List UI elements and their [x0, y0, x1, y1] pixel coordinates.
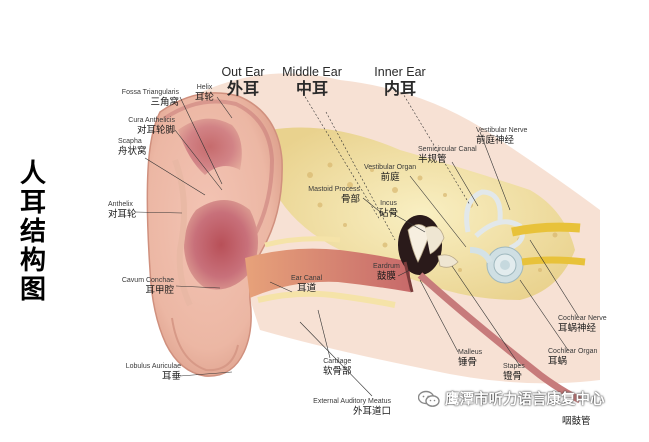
fossa-triangularis [178, 118, 242, 175]
eardrum-membrane [403, 261, 414, 293]
section-inner-ear-en: Inner Ear [374, 65, 426, 79]
vestibular-nerve-zh: 前庭神经 [476, 135, 515, 146]
label-cochlear-nerve: Cochlear Nerve 耳蜗神经 [558, 314, 607, 335]
incus-en: Incus [380, 200, 397, 207]
semicircular-en: Semicircular Canal [418, 146, 477, 153]
label-semicircular-canal: Semicircular Canal 半规管 [418, 145, 477, 166]
label-cochlear-organ: Cochlear Organ 耳蜗 [548, 347, 597, 368]
watermark-text: 鹰潭市听力语言康复中心 [445, 392, 605, 408]
malleus-zh: 锤骨 [458, 357, 478, 368]
label-lobulus-auriculae: Lobulus Auriculae 耳垂 [126, 362, 181, 383]
label-vestibular-organ: Vestibular Organ 前庭 [364, 163, 416, 184]
label-external-auditory-meatus: External Auditory Meatus 外耳道口 [313, 397, 391, 418]
anthelix-zh: 对耳轮 [108, 209, 137, 220]
stapes-bone [437, 254, 459, 268]
incus-bone [424, 225, 445, 255]
section-middle-ear-en: Middle Ear [282, 65, 342, 79]
eustachian-tube [417, 272, 582, 404]
lobulus-zh: 耳垂 [161, 371, 181, 382]
cartilage-zh: 软骨部 [323, 366, 352, 377]
label-malleus: Malleus 锤骨 [458, 348, 482, 369]
mastoid-zh: 骨部 [340, 194, 360, 205]
eardrum-zh: 鼓膜 [376, 271, 396, 282]
vestibular-nerve-bundle [511, 222, 581, 237]
label-eustachian-tube: 咽鼓管 [562, 416, 591, 428]
stapes-en: Stapes [503, 363, 525, 370]
label-mastoid-process: Mastoid Process 骨部 [308, 185, 360, 206]
cochlear-nerve-zh: 耳蜗神经 [558, 323, 597, 334]
mastoid-en: Mastoid Process [308, 186, 360, 193]
label-incus: Incus 砧骨 [379, 199, 398, 220]
cochlear-organ-zh: 耳蜗 [548, 356, 568, 367]
cochlear-nerve-en: Cochlear Nerve [558, 315, 607, 322]
lobulus-en: Lobulus Auriculae [125, 363, 181, 370]
stapes-zh: 镫骨 [503, 371, 523, 382]
eardrum-en: Eardrum [373, 263, 400, 270]
label-ear-canal: Ear Canal 耳道 [291, 274, 322, 295]
section-middle-ear: Middle Ear 中耳 [275, 65, 349, 98]
cavum-conchae [184, 200, 259, 290]
helix-zh: 耳轮 [195, 92, 215, 103]
label-anthelix: Anthelix 对耳轮 [108, 200, 137, 221]
page-title: 人耳结构图 [19, 159, 46, 305]
label-vestibular-nerve: Vestibular Nerve 前庭神经 [476, 126, 527, 147]
section-outer-ear-zh: 外耳 [226, 79, 259, 98]
anthelix-ridge [172, 158, 193, 307]
ear-canal [245, 248, 410, 298]
fossa-en: Fossa Triangularis [121, 89, 179, 96]
label-cura-anthelicis: Cura Anthelicis 对耳轮脚 [128, 116, 175, 137]
label-fossa-triangularis: Fossa Triangularis 三角窝 [122, 88, 179, 109]
vestibular-organ-zh: 前庭 [380, 172, 400, 183]
leader-lines [134, 89, 579, 397]
wechat-icon [418, 390, 440, 407]
scapha-zh: 舟状窝 [118, 146, 147, 157]
earcanal-en: Ear Canal [291, 275, 323, 282]
vestibule [469, 247, 493, 264]
label-stapes: Stapes 镫骨 [503, 362, 525, 383]
cura-en: Cura Anthelicis [128, 117, 175, 124]
watermark: 鹰潭市听力语言康复中心 [418, 388, 605, 409]
meatus-zh: 外耳道口 [352, 406, 391, 417]
lobule [171, 317, 239, 372]
malleus-bone [407, 224, 431, 263]
section-inner-ear: Inner Ear 内耳 [367, 65, 433, 98]
cavum-en: Cavum Conchae [121, 277, 174, 284]
cartilage-en: Cartilage [323, 358, 352, 365]
fossa-zh: 三角窝 [150, 97, 179, 108]
cochlea [486, 246, 524, 284]
cartilage-upper [264, 236, 341, 248]
cura-zh: 对耳轮脚 [136, 125, 175, 136]
anthelix-en: Anthelix [108, 201, 133, 208]
meatus-en: External Auditory Meatus [313, 398, 391, 405]
label-eardrum: Eardrum 鼓膜 [373, 262, 400, 283]
section-outer-ear-en: Out Ear [221, 65, 265, 79]
cochlear-organ-en: Cochlear Organ [548, 348, 598, 355]
cochlear-nerve-bundle [521, 256, 586, 266]
earcanal-zh: 耳道 [297, 283, 317, 294]
incus-zh: 砧骨 [379, 208, 399, 219]
label-helix: Helix 耳轮 [195, 83, 214, 104]
helix-rim [163, 99, 275, 241]
tube-zh: 咽鼓管 [562, 416, 591, 427]
section-inner-ear-zh: 内耳 [383, 79, 416, 98]
cartilage-band [257, 290, 396, 308]
label-cavum-conchae: Cavum Conchae 耳甲腔 [122, 276, 174, 297]
helix-en: Helix [196, 84, 213, 91]
semicircular-zh: 半规管 [418, 154, 447, 165]
malleus-en: Malleus [458, 349, 483, 356]
section-outer-ear: Out Ear 外耳 [210, 65, 276, 98]
cavum-zh: 耳甲腔 [145, 285, 174, 296]
label-cartilage: Cartilage 软骨部 [323, 357, 352, 378]
label-scapha: Scapha 舟状窝 [118, 137, 147, 158]
vestibular-organ-en: Vestibular Organ [364, 164, 417, 171]
vestibular-nerve-en: Vestibular Nerve [476, 127, 528, 134]
section-middle-ear-zh: 中耳 [295, 79, 328, 98]
scapha-en: Scapha [118, 138, 142, 145]
